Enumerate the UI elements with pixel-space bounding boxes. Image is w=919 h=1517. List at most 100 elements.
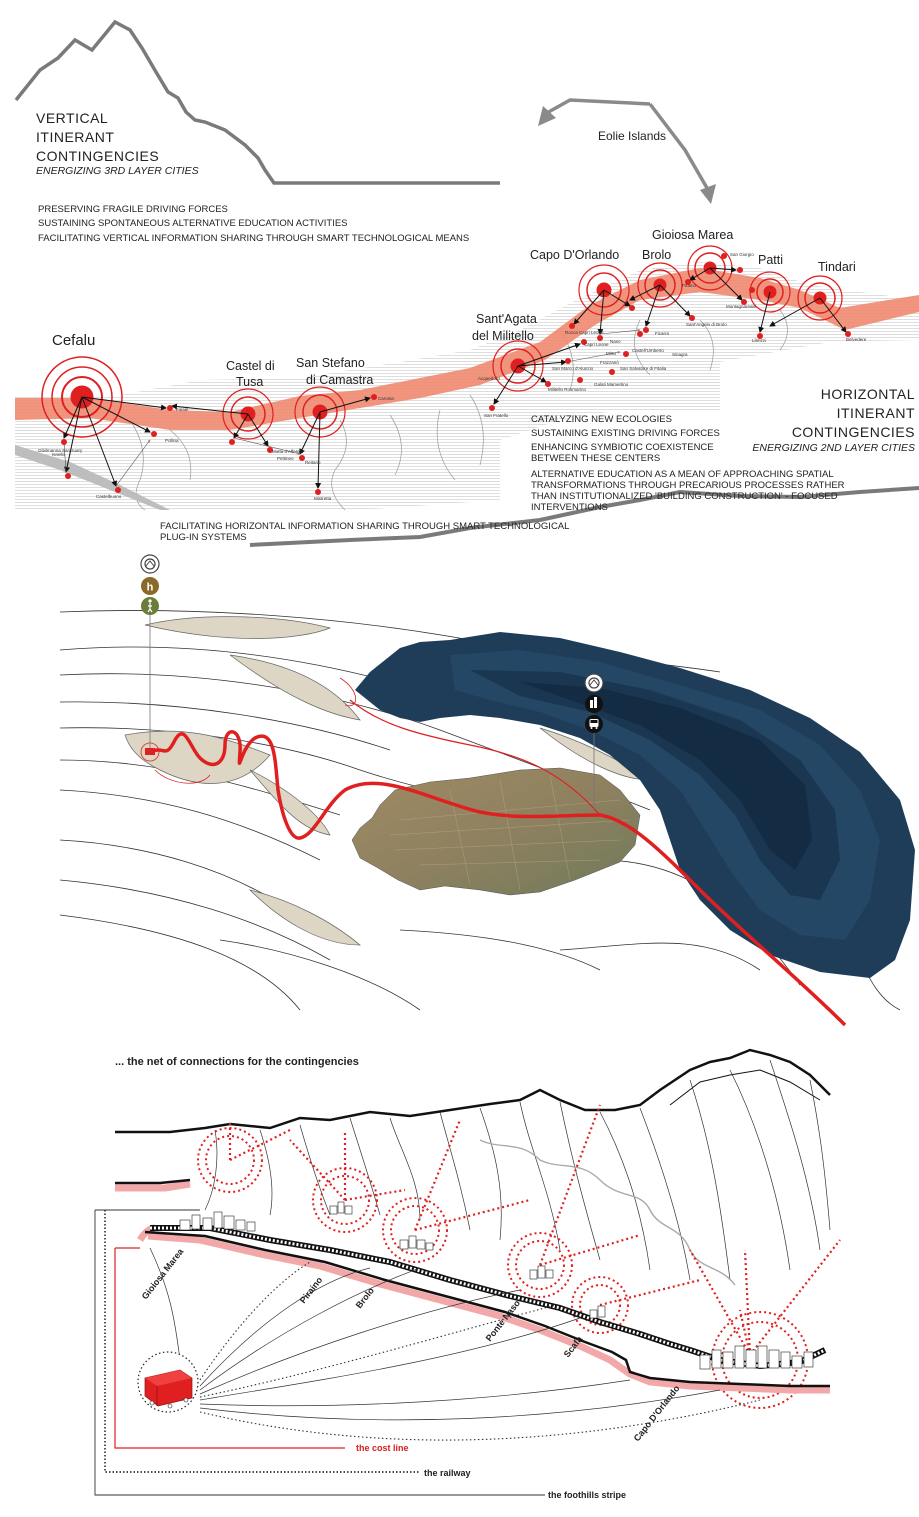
connection-arrows [63,266,847,489]
town-label-capo-dorlando: Capo D'Orlando [632,1383,682,1443]
svg-text:Motta d'Affermo: Motta d'Affermo [272,449,304,454]
legend-frame [94,1209,545,1496]
legend-foothills: the foothills stripe [548,1490,626,1500]
town-orthophoto [351,767,641,896]
bus-icon [585,715,603,733]
horizontal-note-line-1: FACILITATING HORIZONTAL INFORMATION SHAR… [160,521,569,532]
svg-text:Galati Mamertino: Galati Mamertino [594,382,629,387]
city-labels: Cefalu Castel di Tusa San Stefano di Cam… [52,228,856,389]
building-clusters [179,1201,814,1370]
svg-text:Frazzanò: Frazzanò [600,360,619,365]
cluster-scafa [589,1305,606,1319]
minor-town-dots [61,253,851,495]
svg-text:Piraino: Piraino [682,283,697,288]
sea-shape [355,632,915,978]
middle-panel: h [59,554,915,1027]
town-label-piraino: Piraino [298,1275,325,1306]
city-label-brolo: Brolo [642,248,671,262]
top-panel: Gibilmanna Sanctuary Isnello Castelbuono… [14,19,919,547]
cluster-naso [529,1265,554,1280]
city-label-castel-line-1: Castel di [226,359,275,373]
horizontal-bullet-8: INTERVENTIONS [531,502,608,513]
eolie-arrow-left [544,98,651,116]
svg-text:Capri Leone: Capri Leone [584,342,609,347]
svg-text:Pollina: Pollina [165,438,179,443]
eolie-islands-label: Eolie Islands [598,129,666,143]
svg-text:Militello Rosmarino: Militello Rosmarino [548,387,587,392]
secondary-links [62,328,641,487]
city-label-castel-line-2: Tusa [236,375,263,389]
svg-text:San Salvatore di Fitalia: San Salvatore di Fitalia [620,366,667,371]
vertical-title-line-1: VERTICAL [36,110,108,126]
svg-text:Montagnareale: Montagnareale [726,304,757,309]
itinerary-thin [349,699,601,816]
vertical-title-line-2: ITINERANT [36,129,114,145]
town-label-gioiosa-marea: Gioiosa Marea [140,1246,186,1301]
city-label-stefano-line-1: San Stefano [296,356,365,370]
svg-text:Naso: Naso [610,339,621,344]
horizontal-bullet-1: CATALYZING NEW ECOLOGIES [531,414,672,425]
svg-text:San Giorgio: San Giorgio [730,252,754,257]
slope-lines [204,1059,831,1281]
terrain-contours [129,309,788,511]
icon-stack-left: h [140,554,160,615]
coastal-band [15,268,919,430]
bottom-panel-title: ... the net of connections for the conti… [115,1056,359,1068]
building-icon [585,695,603,713]
svg-text:Castelbuono: Castelbuono [96,494,122,499]
city-label-stefano-line-2: di Camastra [306,373,373,387]
horizontal-subtitle: ENERGIZING 2ND LAYER CITIES [752,442,915,454]
mobile-unit [137,1351,199,1413]
horizontal-title-line-3: CONTINGENCIES [792,424,915,440]
heritage-icon [140,554,160,574]
svg-text:Librizzi: Librizzi [752,338,766,343]
svg-text:Castell'Umberto: Castell'Umberto [632,348,664,353]
eolie-arrow-down [648,102,709,189]
city-label-santagata-line-2: del Militello [472,329,534,343]
horizontal-title-line-1: HORIZONTAL [821,386,915,402]
vertical-bullet-1: PRESERVING FRAGILE DRIVING FORCES [38,204,228,215]
vertical-bullet-3: FACILITATING VERTICAL INFORMATION SHARIN… [38,233,469,244]
icon-stack-right [584,673,604,733]
cluster-piraino [329,1201,353,1215]
vertical-contingencies-header: VERTICAL ITINERANT CONTINGENCIES ENERGIZ… [36,110,469,244]
svg-text:Sant'Angelo di Brolo: Sant'Angelo di Brolo [686,322,727,327]
horizontal-note: FACILITATING HORIZONTAL INFORMATION SHAR… [160,521,569,543]
legend-railway: the railway [424,1468,471,1478]
svg-text:San Marco d'Alunzio: San Marco d'Alunzio [552,366,594,371]
pedestrian-icon [141,597,159,615]
city-label-capo-dorlando: Capo D'Orlando [530,248,619,262]
coast-line-black [115,1178,830,1388]
road-band [15,445,170,510]
svg-text:Mirto: Mirto [606,351,616,356]
svg-text:Belvedere: Belvedere [846,337,867,342]
legend-coast-line: the cost line [356,1443,409,1453]
horizontal-title-line-2: ITINERANT [837,405,915,421]
svg-text:San Fratello: San Fratello [484,413,509,418]
svg-text:Ficarra: Ficarra [655,331,669,336]
svg-text:Mistretta: Mistretta [314,496,332,501]
horizontal-bullet-2: SUSTAINING EXISTING DRIVING FORCES [531,428,720,439]
town-label-brolo: Brolo [354,1285,377,1310]
contingency-links [228,1104,841,1356]
svg-text:Caronia: Caronia [378,396,394,401]
coast-line-pink [115,1180,830,1394]
svg-text:Pettineo: Pettineo [277,456,294,461]
cluster-gioiosa [179,1211,256,1232]
town-texture [389,774,631,891]
minor-town-labels: Gibilmanna Sanctuary Isnello Castelbuono… [38,252,867,501]
svg-text:Reitano: Reitano [305,460,321,465]
horizontal-contingencies-header: HORIZONTAL ITINERANT CONTINGENCIES ENERG… [531,386,915,513]
bottom-panel: ... the net of connections for the conti… [94,1048,841,1500]
hostel-icon: h [141,577,159,595]
city-label-patti: Patti [758,253,783,267]
city-label-santagata-line-1: Sant'Agata [476,312,537,326]
city-label-tindari: Tindari [818,260,856,274]
vertical-title-line-3: CONTINGENCIES [36,148,159,164]
mountain-profile-line [14,19,500,185]
horizontal-bullet-3: ENHANCING SYMBIOTIC COEXISTENCE [531,442,714,453]
heritage-icon [584,673,604,693]
ridge-shapes [124,616,652,946]
svg-text:Gibilmanna Sanctuary: Gibilmanna Sanctuary [38,448,83,453]
